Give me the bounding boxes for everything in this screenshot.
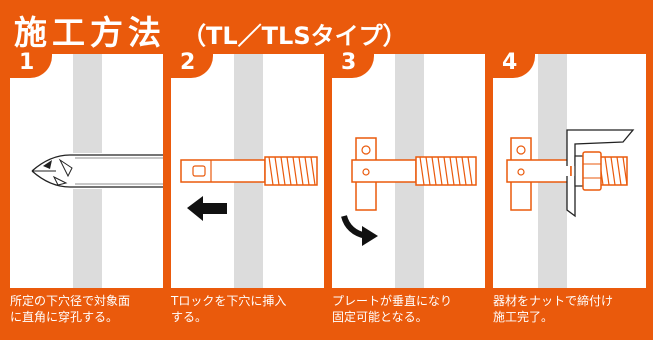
fixture-bracket bbox=[566, 129, 635, 166]
step-3-caption: プレートが垂直になり 固定可能となる。 bbox=[332, 294, 453, 324]
drill-illustration bbox=[31, 153, 163, 189]
rotate-arrow-icon bbox=[362, 226, 378, 246]
washer bbox=[574, 155, 584, 187]
step-4-caption: 器材をナットで締付け 施工完了。 bbox=[493, 294, 614, 324]
step-2-panel bbox=[171, 54, 324, 288]
nut bbox=[582, 151, 602, 191]
fasten-illustration bbox=[506, 129, 635, 218]
rotate-illustration bbox=[341, 137, 477, 246]
title: 施工方法 （TL／TLSタイプ） bbox=[14, 6, 407, 52]
title-subtitle: （TL／TLSタイプ） bbox=[182, 22, 407, 50]
step-4-number: 4 bbox=[493, 48, 535, 78]
push-left-arrow-icon bbox=[187, 196, 227, 221]
step-3-panel bbox=[332, 54, 485, 288]
step-4-panel bbox=[493, 54, 646, 288]
step-3-number: 3 bbox=[332, 48, 374, 78]
insert-illustration bbox=[180, 156, 318, 221]
step-2-caption: Tロックを下穴に挿入 する。 bbox=[171, 294, 287, 324]
title-main: 施工方法 bbox=[14, 13, 166, 52]
step-1-caption: 所定の下穴径で対象面 に直角に穿孔する。 bbox=[10, 294, 131, 324]
step-1-panel bbox=[10, 54, 163, 288]
